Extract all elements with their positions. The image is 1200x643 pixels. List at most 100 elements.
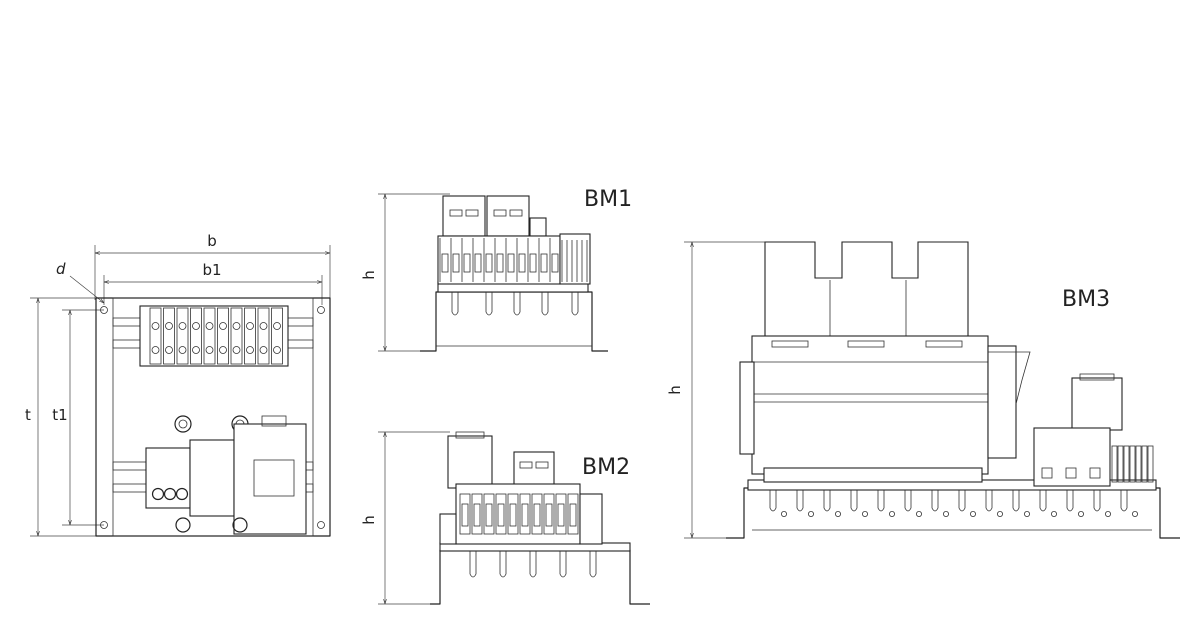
vent-hole [1078,510,1085,517]
mounting-pin [931,490,939,512]
terminal-screw [259,322,268,330]
terminal-screw [165,322,173,330]
bm2-dim-h-label: h [360,515,378,525]
vent-hole [781,510,788,517]
terminal [203,307,216,365]
surge-module [1033,427,1111,487]
terminal-screw [192,322,200,330]
circuit-breaker-arc-chutes [764,241,969,337]
terminal-screw [192,346,200,354]
terminal-screw [246,322,254,330]
surge-module [442,195,486,237]
terminal-window [557,503,565,527]
terminal-screw [205,346,214,354]
dim-t1-label: t1 [52,406,67,424]
mounting-pin [823,490,831,512]
terminal [459,493,471,535]
terminal [519,493,531,535]
mounting-pin [1120,490,1128,512]
terminal-block [437,235,561,285]
terminal [1111,445,1118,483]
terminal [230,307,243,365]
bm1-title: BM1 [584,187,632,212]
terminal [518,253,526,273]
terminal [1147,445,1154,483]
vent-hole [997,510,1004,517]
terminal [483,493,495,535]
mounting-pin [904,490,912,512]
mounting-pin [571,292,579,316]
mounting-pin [769,490,777,512]
mounting-bracket [430,549,650,605]
terminal [496,253,504,273]
terminal-window [485,503,493,527]
terminal-window [461,503,469,527]
mounting-hole [100,521,108,529]
terminal-screw [178,346,187,354]
mounting-pin [958,490,966,512]
mounting-pin [513,292,521,316]
terminal-screw [246,346,254,354]
terminal [567,493,579,535]
bm3-title: BM3 [1062,287,1110,312]
dim-d-label: d [56,260,66,278]
circuit-breaker-body [751,335,989,475]
terminal [452,253,460,273]
terminal [531,493,543,535]
terminal [149,307,162,365]
terminal [540,253,548,273]
dim-t-label: t [25,406,31,424]
bm2-view: BM2 h [360,431,650,605]
terminal [244,307,256,365]
terminal [529,253,537,273]
terminal-screw [151,346,160,354]
top-view: b b1 d t t1 [25,232,331,537]
terminal [190,307,202,365]
contactor [189,439,235,517]
mounting-pin [451,292,459,316]
terminal [176,307,189,365]
mounting-pin [559,551,567,578]
terminal-window [533,503,541,527]
fuse-module [1071,377,1123,431]
bm3-view: BM3 h [666,241,1180,539]
mounting-pin [1012,490,1020,512]
terminal-window [497,503,505,527]
terminal-screw [219,346,227,354]
terminal-screw [273,322,281,330]
terminal [551,253,559,273]
vent-hole [916,510,923,517]
dim-b1-label: b1 [202,261,221,279]
vent-hole [889,510,896,517]
terminal-screw [178,322,187,330]
terminal-screw [273,346,281,354]
terminal-window [521,503,529,527]
mounting-bracket [726,487,1180,539]
terminal [217,307,229,365]
terminal-window [473,503,481,527]
vent-hole [1105,510,1112,517]
mounting-pin [499,551,507,578]
fuse-module [447,435,493,489]
terminal-screw [232,322,241,330]
mounting-pin [985,490,993,512]
mounting-pin [529,551,537,578]
terminal [543,493,555,535]
terminal [1123,445,1130,483]
vent-hole [1132,510,1139,517]
terminal-window [509,503,517,527]
mounting-pin [1093,490,1101,512]
auxiliary-contact [987,345,1017,459]
terminal [1135,445,1142,483]
terminal [485,253,493,273]
surge-module [513,451,555,489]
mounting-hole [317,306,325,314]
terminal-block-row [139,305,289,367]
terminal [555,493,567,535]
mounting-pin [541,292,549,316]
terminal [507,493,519,535]
terminal [471,493,483,535]
terminal-screw [219,322,227,330]
terminal [1117,445,1124,483]
